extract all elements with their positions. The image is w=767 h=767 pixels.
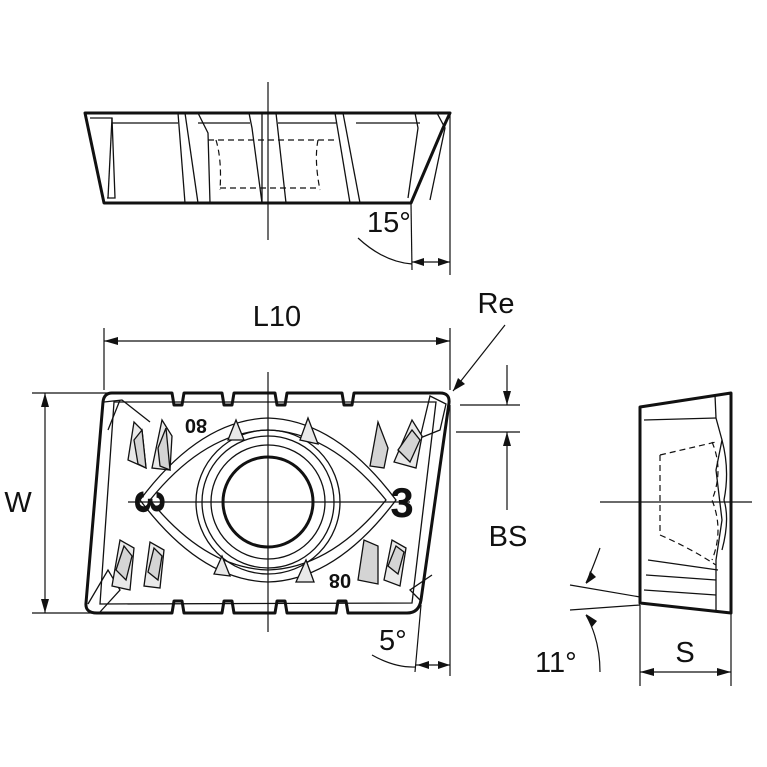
radius-label: Re [477, 288, 514, 320]
wiper-flat-label: BS [489, 521, 528, 553]
bottom-angle-label: 5° [379, 625, 407, 657]
thickness-label: S [675, 637, 694, 669]
radius-code-top: 80 [185, 414, 207, 436]
side-view: 11° S [535, 391, 752, 686]
radius-code-bottom: 08 [329, 569, 351, 591]
top-view: 15° [83, 82, 452, 275]
plan-view: 3 3 80 08 L10 W Re BS [4, 288, 527, 676]
length-label: L10 [253, 301, 301, 333]
width-label: W [4, 487, 32, 519]
side-view-outline [638, 391, 733, 615]
clearance-angle-label: 11° [535, 647, 577, 679]
insert-outline [84, 391, 451, 615]
top-view-outline [83, 111, 452, 205]
top-angle-label: 15° [367, 207, 411, 239]
